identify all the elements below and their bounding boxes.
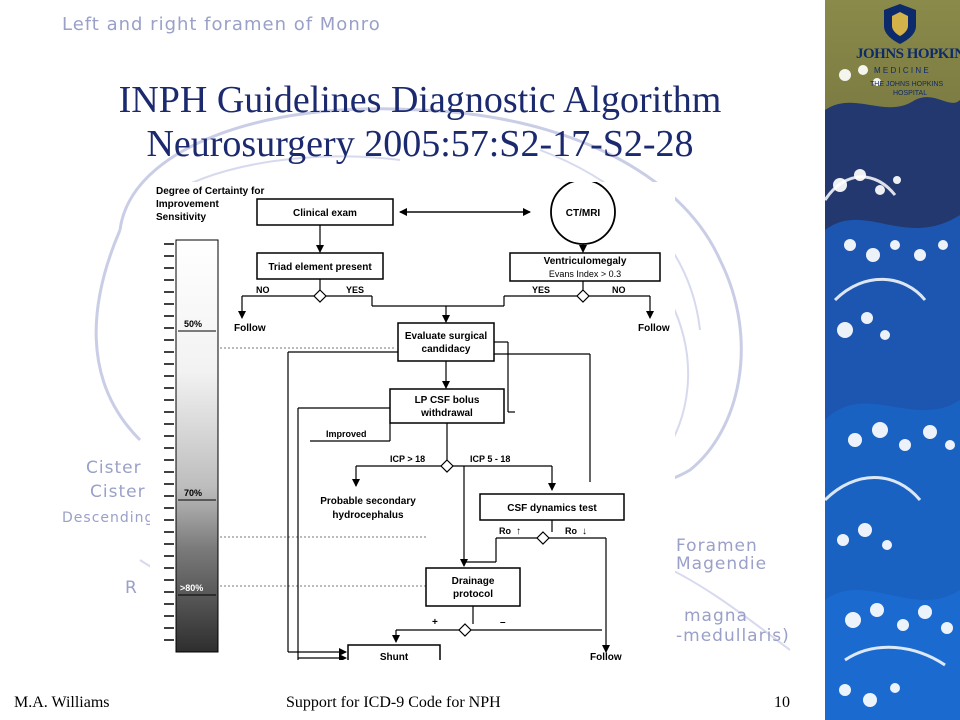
scale-header-2: Improvement [156, 199, 219, 210]
ventriculo-no-label: NO [612, 285, 626, 295]
scale-mark-80: >80% [180, 583, 203, 593]
certainty-gradient-bar [175, 239, 219, 653]
lp-line-2: withdrawal [420, 408, 473, 419]
clinical-exam-box [256, 198, 394, 226]
icp-decision-diamond [440, 459, 454, 473]
title-line-1: INPH Guidelines Diagnostic Algorithm [118, 79, 722, 121]
logo-line-the-johns-hopkins: THE JOHNS HOPKINS [870, 81, 944, 88]
johns-hopkins-shield-icon [884, 4, 916, 44]
drainage-line-2: protocol [453, 589, 493, 600]
footer-author: M.A. Williams [14, 694, 110, 711]
ventriculomegaly-label: Ventriculomegaly [544, 256, 627, 267]
bg-label-magna: magna [684, 606, 748, 626]
drainage-protocol-box [425, 567, 521, 607]
csf-dynamics-test-box [479, 493, 625, 521]
triad-decision-diamond [313, 289, 327, 303]
title-line-2: Neurosurgery 2005:57:S2-17-S2-28 [146, 123, 694, 165]
bg-label-foramen: Foramen [676, 536, 758, 556]
bg-label-medullaris: -medullaris) [676, 626, 790, 646]
ventriculo-yes-label: YES [532, 285, 550, 295]
ventriculomegaly-decision-diamond [576, 289, 590, 303]
scale-mark-70: 70% [184, 488, 202, 498]
bg-label-descending: Descending [62, 510, 155, 526]
bg-label-magendie: Magendie [676, 554, 768, 574]
bg-label-r: R [125, 578, 138, 598]
wave-decoration-panel [825, 0, 960, 720]
scale-header-3: Sensitivity [156, 212, 206, 223]
logo-line-hospital: HOSPITAL [893, 90, 928, 97]
clinical-exam-label: Clinical exam [293, 208, 357, 219]
follow-bottom-label: Follow [590, 652, 622, 660]
evaluate-line-2: candidacy [422, 344, 471, 355]
evaluate-candidacy-box [397, 322, 495, 362]
ro-up-arrow-icon: ↑ [516, 526, 521, 537]
triad-no-label: NO [256, 285, 270, 295]
improved-label: Improved [326, 429, 367, 439]
footer-page-number: 10 [774, 694, 790, 711]
lp-line-1: LP CSF bolus [415, 395, 480, 406]
ct-mri-label: CT/MRI [566, 208, 601, 219]
scale-mark-50: 50% [184, 319, 202, 329]
slide-title: INPH Guidelines Diagnostic Algorithm Neu… [40, 78, 800, 166]
lp-csf-bolus-box [389, 388, 505, 424]
scale-ticks [164, 243, 174, 641]
shunt-box [347, 644, 441, 660]
probable-line-2: hydrocephalus [332, 510, 404, 521]
icp-gt-label: ICP > 18 [390, 454, 425, 464]
triad-element-box [256, 252, 384, 280]
bg-label-cister-1: Cister [86, 458, 142, 478]
ro-up-label: Ro [499, 526, 511, 536]
scale-header-1: Degree of Certainty for [156, 186, 264, 197]
evaluate-line-1: Evaluate surgical [405, 331, 487, 342]
triad-yes-label: YES [346, 285, 364, 295]
csf-dynamics-label: CSF dynamics test [507, 503, 597, 514]
ro-down-label: Ro [565, 526, 577, 536]
shunt-label: Shunt [380, 652, 409, 660]
drainage-minus-label: – [500, 617, 506, 628]
ro-decision-diamond [536, 531, 550, 545]
ro-down-arrow-icon: ↓ [582, 526, 587, 537]
bg-label-foramen-monro: Left and right foramen of Monro [62, 14, 381, 35]
icp-range-label: ICP 5 - 18 [470, 454, 510, 464]
follow-left-label: Follow [234, 323, 266, 334]
diagnostic-algorithm-figure: Degree of Certainty for Improvement Sens… [150, 182, 675, 660]
bg-label-cister-2: Cister [90, 482, 146, 502]
drainage-decision-diamond [458, 623, 472, 637]
follow-right-label: Follow [638, 323, 670, 334]
probable-line-1: Probable secondary [320, 496, 416, 507]
evans-index-label: Evans Index > 0.3 [549, 269, 621, 279]
logo-line-medicine: M E D I C I N E [874, 66, 929, 75]
drainage-line-1: Drainage [452, 576, 495, 587]
footer-center: Support for ICD-9 Code for NPH [286, 694, 501, 711]
drainage-plus-label: + [432, 617, 438, 628]
ventriculomegaly-box [509, 252, 661, 282]
logo-line-johns-hopkins: JOHNS HOPKINS [856, 46, 960, 62]
triad-element-label: Triad element present [268, 262, 372, 273]
